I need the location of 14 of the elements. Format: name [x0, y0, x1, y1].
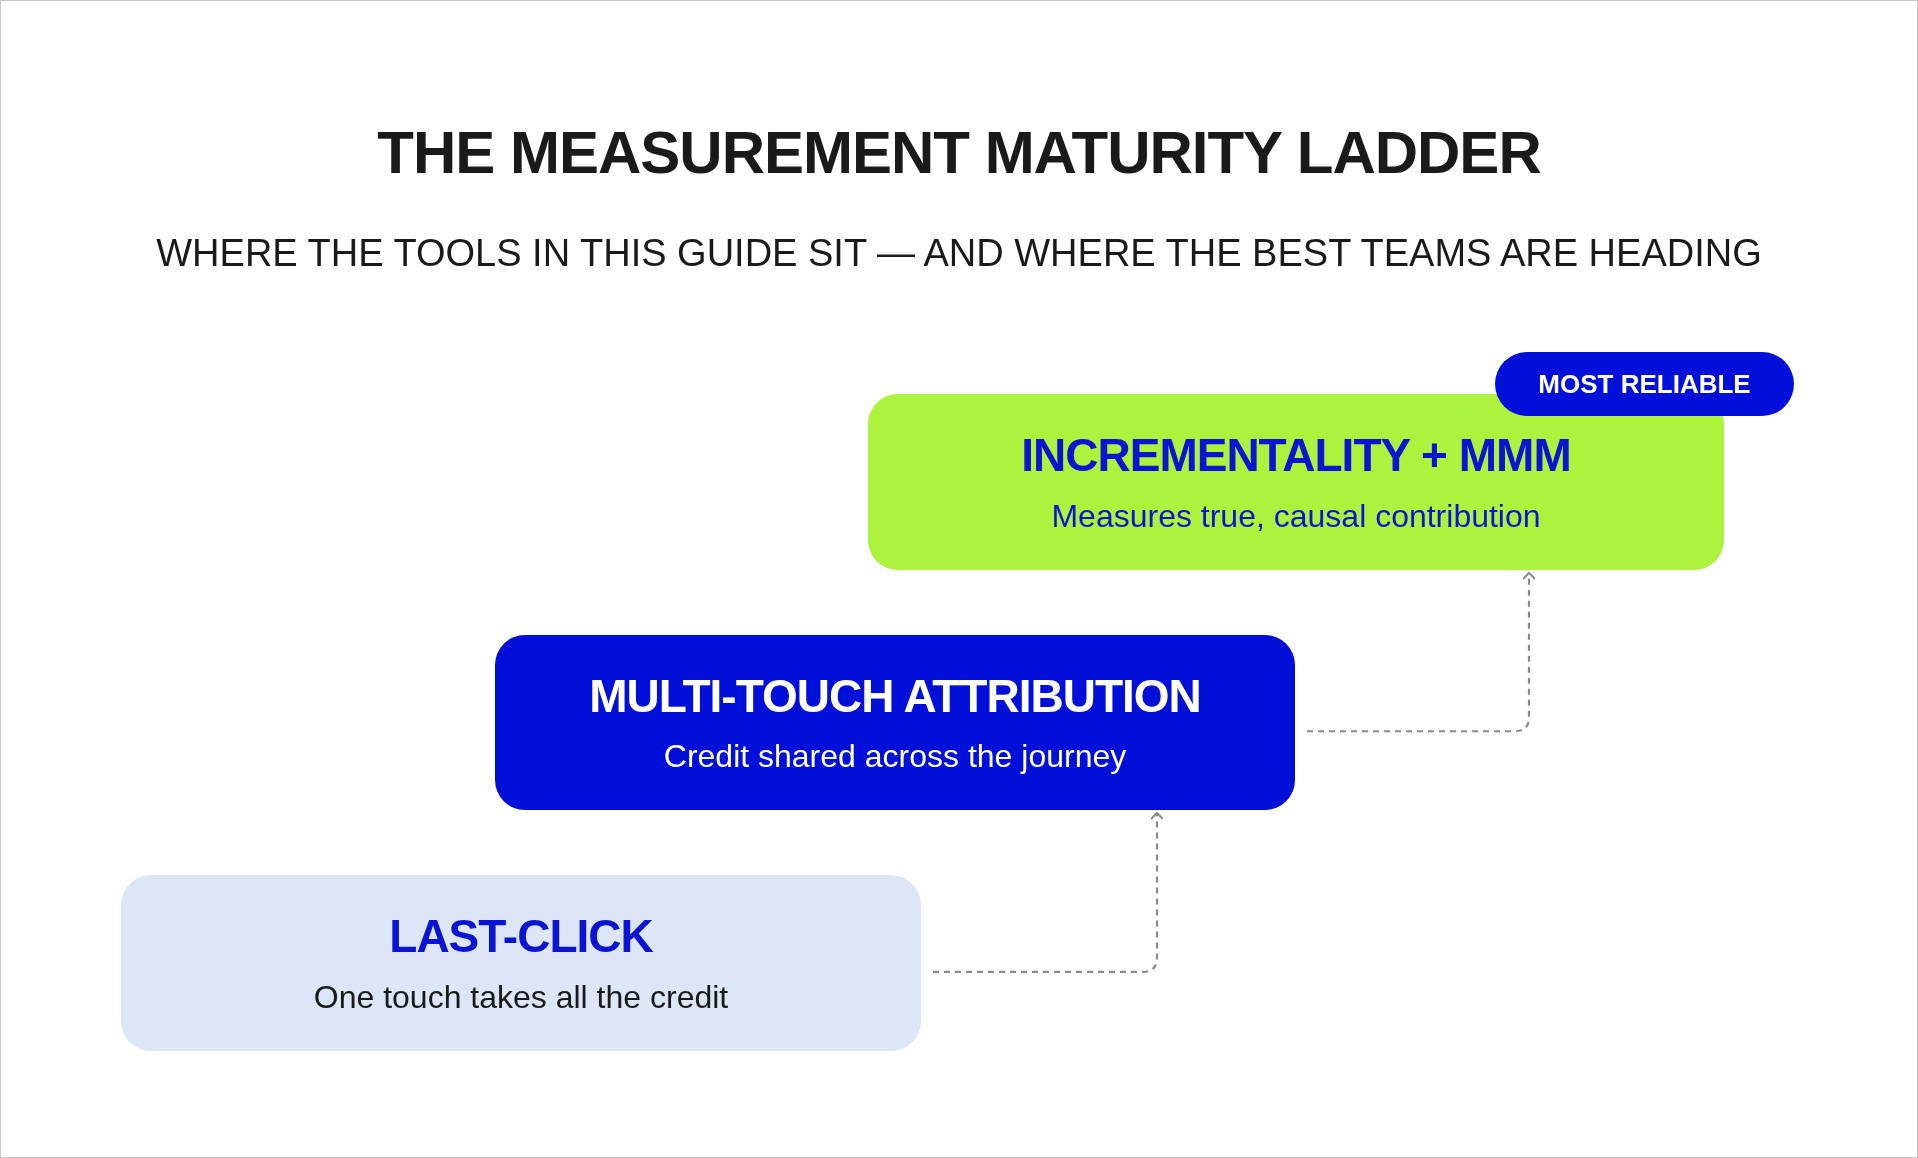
step-heading: MULTI-TOUCH ATTRIBUTION [589, 670, 1201, 722]
step-description: Measures true, causal contribution [1051, 498, 1541, 534]
step-heading: LAST-CLICK [389, 911, 653, 962]
dashed-arrow [933, 812, 1164, 973]
step-description: Credit shared across the journey [663, 739, 1127, 775]
step-box [868, 394, 1724, 570]
step-heading: INCREMENTALITY + MMM [1021, 430, 1571, 481]
diagram-title: THE MEASUREMENT MATURITY LADDER [376, 118, 1542, 187]
step-box [495, 635, 1295, 810]
badge-label: MOST RELIABLE [1538, 369, 1751, 399]
step-box [121, 875, 921, 1051]
diagram-subtitle: WHERE THE TOOLS IN THIS GUIDE SIT — AND WHERE THE BEST TEAMS ARE HEADING [155, 232, 1763, 275]
step-description: One touch takes all the credit [313, 979, 729, 1015]
dashed-arrow [1307, 572, 1536, 733]
